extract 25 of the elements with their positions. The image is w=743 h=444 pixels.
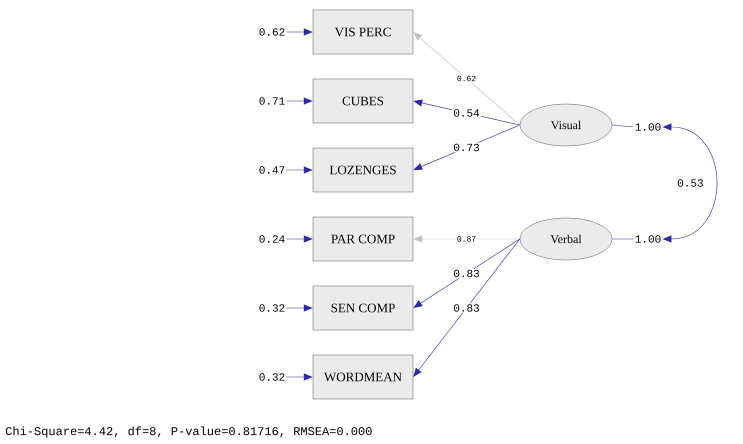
edge-label: 0.83 xyxy=(452,303,481,313)
variable-box: WORDMEAN xyxy=(312,354,414,400)
variable-box: PAR COMP xyxy=(312,216,414,262)
value-label: 0.71 xyxy=(259,97,285,105)
caption: Chi-Square=4.42, df=8, P-value=0.81716, RMSEA=0.000 xyxy=(6,426,372,438)
arrow xyxy=(413,238,520,377)
value-label: 1.00 xyxy=(636,235,661,243)
value-label: 0.32 xyxy=(259,304,284,312)
edge-label: 0.53 xyxy=(678,179,703,187)
edge-label: 0.62 xyxy=(456,74,478,82)
value-label: 0.24 xyxy=(259,235,285,243)
edge-label: 0.73 xyxy=(452,142,481,152)
value-label: 0.47 xyxy=(259,166,284,174)
edge-label: 0.87 xyxy=(456,235,478,243)
edge-label: 0.83 xyxy=(452,268,481,278)
value-label: 0.32 xyxy=(259,373,284,381)
connector-line xyxy=(612,124,634,128)
variable-box: CUBES xyxy=(312,78,414,124)
variable-box: VIS PERC xyxy=(312,10,414,54)
variable-box: SEN COMP xyxy=(312,286,414,330)
variable-box: LOZENGES xyxy=(312,148,414,192)
value-label: 0.62 xyxy=(259,28,284,36)
connector-line xyxy=(612,238,634,240)
value-label: 1.00 xyxy=(636,123,661,131)
edge-label: 0.54 xyxy=(452,108,481,118)
